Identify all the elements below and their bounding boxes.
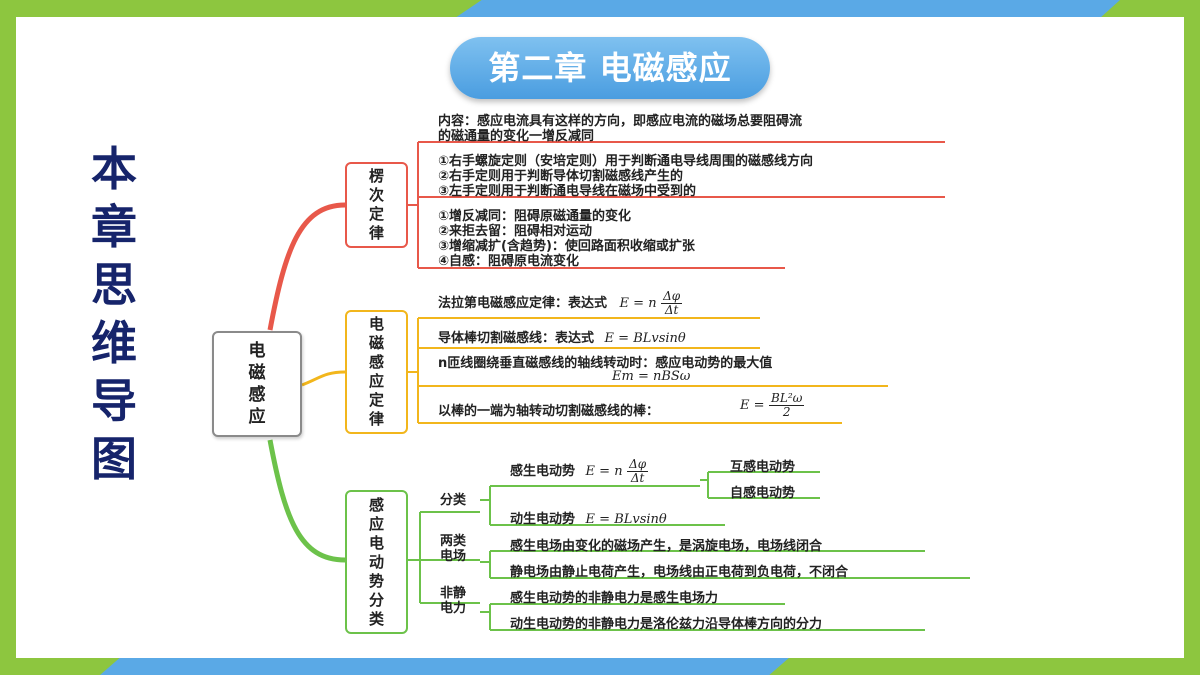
emf-two-fields-label: 两类 电场 (440, 534, 467, 564)
emf-self: 自感电动势 (730, 486, 796, 501)
lenz-meaning-4: ④自感：阻碍原电流变化 (438, 254, 580, 269)
connector-root-faraday (301, 370, 346, 387)
faraday-rotate: 以棒的一端为轴转动切割磁感线的棒： (438, 404, 660, 419)
frame-top-accent (455, 0, 1120, 18)
branch-emf-node: 感 应 电 动 势 分 类 (345, 490, 408, 634)
faraday-bracket (408, 317, 888, 424)
faraday-coil: n匝线圈绕垂直磁感线的轴线转动时：感应电动势的最大值 (438, 356, 773, 371)
lenz-rule-2: ②右手定则用于判断导体切割磁感线产生的 (438, 169, 684, 184)
emf-bracket (408, 471, 970, 631)
slide-title: 第二章 电磁感应 (450, 37, 770, 99)
lenz-content-line2: 的磁通量的变化一增反减同 (438, 129, 595, 144)
connector-root-emf (267, 439, 346, 563)
emf-field-2: 静电场由静止电荷产生，电场线由正电荷到负电荷，不闭合 (510, 565, 849, 580)
lenz-meaning-3: ③增缩减扩(含趋势)：使回路面积收缩或扩张 (438, 239, 695, 254)
faraday-coil-formula: Em = nBSω (612, 369, 691, 384)
lenz-meaning-1: ①增反减同：阻碍原磁通量的变化 (438, 209, 632, 224)
emf-field-1: 感生电场由变化的磁场产生，是涡旋电场，电场线闭合 (510, 539, 823, 554)
lenz-bracket (408, 141, 945, 269)
emf-mutual: 互感电动势 (730, 460, 796, 475)
emf-force-2: 动生电动势的非静电力是洛伦兹力沿导体棒方向的分力 (510, 617, 823, 632)
emf-classify-label: 分类 (440, 493, 467, 508)
branch-faraday-node: 电 磁 感 应 定 律 (345, 310, 408, 434)
lenz-rule-3: ③左手定则用于判断通电导线在磁场中受到的 (438, 184, 697, 199)
frame-bottom-accent (100, 657, 790, 675)
lenz-rule-1: ①右手螺旋定则（安培定则）用于判断通电导线周围的磁感线方向 (438, 154, 814, 169)
lenz-meaning-2: ②来拒去留：阻碍相对运动 (438, 224, 593, 239)
connector-root-lenz (267, 202, 346, 331)
emf-motional: 动生电动势 E = BLvsinθ (510, 512, 667, 527)
emf-force-1: 感生电动势的非静电力是感生电场力 (510, 591, 719, 606)
side-title: 本 章 思 维 导 图 (91, 142, 137, 486)
lenz-content-line1: 内容：感应电流具有这样的方向，即感应电流的磁场总要阻碍流 (438, 114, 803, 129)
root-node: 电 磁 感 应 (212, 331, 302, 437)
emf-nonstatic-label: 非静 电力 (440, 586, 467, 616)
branch-lenz-node: 楞 次 定 律 (345, 162, 408, 248)
faraday-rod: 导体棒切割磁感线：表达式 E = BLvsinθ (438, 331, 686, 346)
